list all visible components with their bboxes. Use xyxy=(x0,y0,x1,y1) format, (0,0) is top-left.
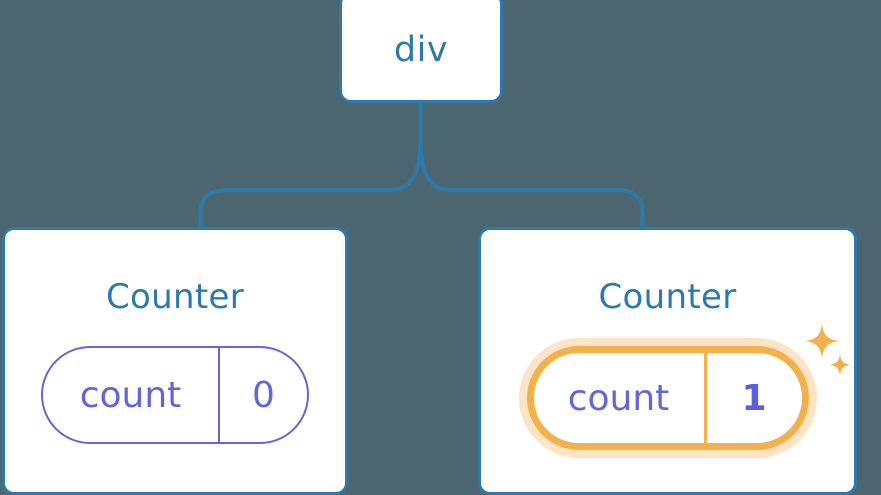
root-node-div[interactable]: div xyxy=(339,0,503,103)
root-node-label: div xyxy=(393,30,449,70)
component-node-counter-right[interactable]: Counter count 1 xyxy=(478,227,857,495)
component-node-counter-left[interactable]: Counter count 0 xyxy=(2,227,348,495)
state-key-label: count xyxy=(43,348,220,442)
component-title: Counter xyxy=(106,277,244,317)
state-value-label: 1 xyxy=(741,377,767,419)
state-pill-wrapper: count 1 xyxy=(526,346,809,450)
state-value-label: 0 xyxy=(252,374,275,416)
state-pill-highlighted[interactable]: count 1 xyxy=(526,346,809,450)
connector-branch-left xyxy=(198,139,423,228)
state-key-label: count xyxy=(534,353,707,443)
state-pill-wrapper: count 0 xyxy=(41,346,309,444)
connector-branch-right xyxy=(418,139,645,228)
component-title: Counter xyxy=(598,277,737,317)
state-pill[interactable]: count 0 xyxy=(41,346,309,444)
